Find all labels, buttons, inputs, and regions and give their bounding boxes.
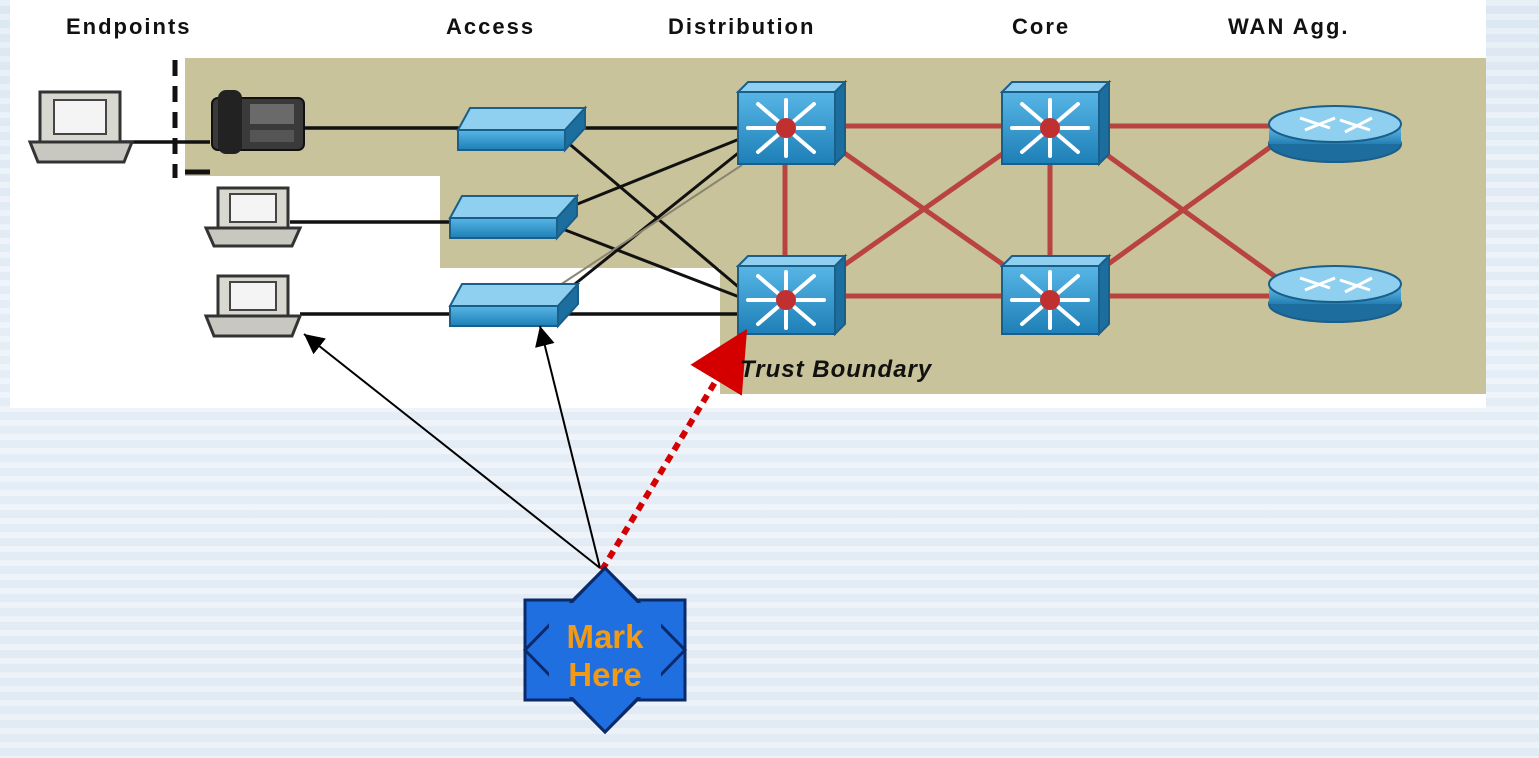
trust-boundary-label: Trust Boundary — [740, 356, 933, 383]
laptop-icon — [203, 186, 303, 248]
arrow-to-access-switch — [535, 325, 601, 569]
mark-here-callout — [522, 565, 688, 735]
access-switch-icon — [448, 281, 581, 329]
mark-here-line-2: Here — [568, 656, 642, 693]
router-icon — [1268, 105, 1402, 163]
layer-label-endpoints: Endpoints — [66, 14, 192, 39]
access-links — [118, 126, 743, 316]
core-links — [782, 123, 1282, 299]
laptop-icon — [203, 274, 303, 338]
layer-label-distribution: Distribution — [668, 14, 816, 39]
layer-label-access: Access — [446, 14, 536, 39]
access-switch-icon — [456, 105, 588, 153]
mark-here-line-1: Mark — [566, 618, 644, 655]
ip-phone-icon — [211, 90, 305, 154]
access-switch-icon — [448, 193, 580, 241]
router-icon — [1268, 265, 1402, 323]
arrow-to-laptop — [303, 333, 601, 569]
layer-label-wan-agg: WAN Agg. — [1228, 14, 1350, 39]
multilayer-switch-icon — [735, 253, 848, 337]
multilayer-switch-icon — [999, 79, 1112, 167]
multilayer-switch-icon — [999, 253, 1112, 337]
arrow-to-distribution-switch — [599, 328, 748, 572]
multilayer-switch-icon — [735, 79, 848, 167]
laptop-icon — [27, 90, 135, 164]
mark-here-text: Mark Here — [530, 618, 680, 694]
layer-label-core: Core — [1012, 14, 1071, 39]
